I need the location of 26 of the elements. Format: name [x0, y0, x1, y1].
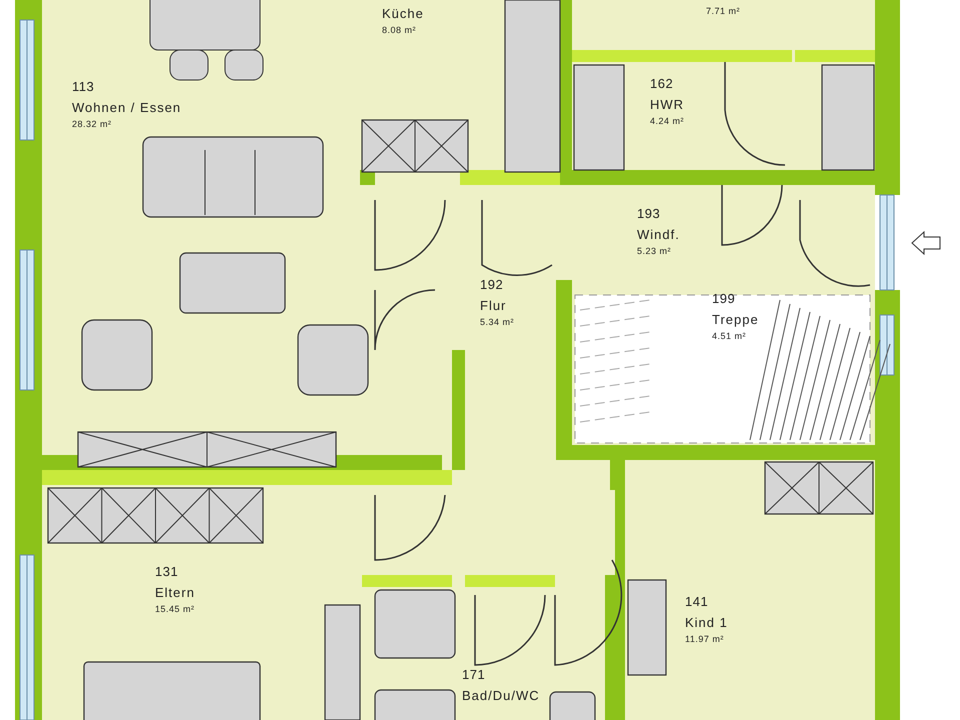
room-area-label: 8.08 m²	[382, 26, 416, 36]
room-area-label: 28.32 m²	[72, 120, 112, 130]
room-number: 199	[712, 292, 736, 306]
room-number: 141	[685, 595, 708, 610]
room-number: 113	[72, 80, 94, 94]
room-area-label: 7.71 m²	[706, 7, 740, 17]
room-name: Treppe	[712, 313, 759, 328]
room-area-label: 4.24 m²	[650, 117, 684, 127]
room-area-label: 5.34 m²	[480, 318, 514, 328]
room-area-label: 5.23 m²	[637, 247, 672, 257]
room-name: Bad/Du/WC	[462, 689, 540, 704]
room-number: 192	[480, 278, 504, 292]
room-name: Kind 1	[685, 616, 728, 630]
room-number: 131	[155, 565, 178, 580]
room-number: 193	[637, 207, 660, 222]
room-name: Flur	[480, 299, 506, 314]
room-number: 162	[650, 77, 674, 92]
room-number: 171	[462, 668, 486, 682]
room-name: Wohnen / Essen	[72, 101, 182, 116]
room-name: HWR	[650, 98, 684, 112]
room-area-label: 15.45 m²	[155, 605, 195, 615]
room-area-label: 4.51 m²	[712, 332, 746, 342]
room-area-label: 11.97 m²	[685, 635, 724, 645]
room-name: Küche	[382, 7, 424, 22]
room-name: Windf.	[637, 228, 680, 242]
room-name: Eltern	[155, 586, 195, 600]
